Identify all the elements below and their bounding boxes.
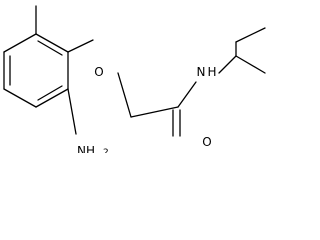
- ring-bond-3: [35, 88, 69, 108]
- amino-subscript: 2: [103, 148, 109, 153]
- ring-bond-4: [3, 88, 37, 108]
- amino-text: NH: [77, 144, 95, 153]
- carbonyl-nitrogen-bond: [177, 81, 197, 108]
- ether-oxygen-label: O: [94, 65, 103, 79]
- ring-bond-6: [3, 33, 37, 53]
- ether-ch2-bond: [117, 72, 132, 118]
- ring-bond-1: [35, 33, 69, 53]
- amino-bond: [67, 88, 77, 135]
- ethyl-bond: [235, 27, 266, 43]
- nitrogen-ch-bond: [218, 55, 237, 74]
- ch2-carbonyl-bond: [130, 106, 179, 118]
- amide-nitrogen-label: N: [197, 65, 206, 79]
- benzene-ring: [3, 33, 69, 108]
- structure-diagram: O NH 2 O N H: [3, 5, 266, 153]
- amide-hydrogen-label: H: [207, 65, 216, 79]
- carbonyl-oxygen-label: O: [202, 135, 211, 149]
- ring-double-bond-1: [37, 40, 63, 56]
- amino-label: NH 2: [77, 144, 109, 153]
- aryl-ether-bond: [67, 39, 94, 53]
- ch-methyl-bond: [235, 55, 266, 74]
- ring-double-bond-2: [37, 85, 63, 101]
- amide-nh-label: N H: [197, 65, 217, 79]
